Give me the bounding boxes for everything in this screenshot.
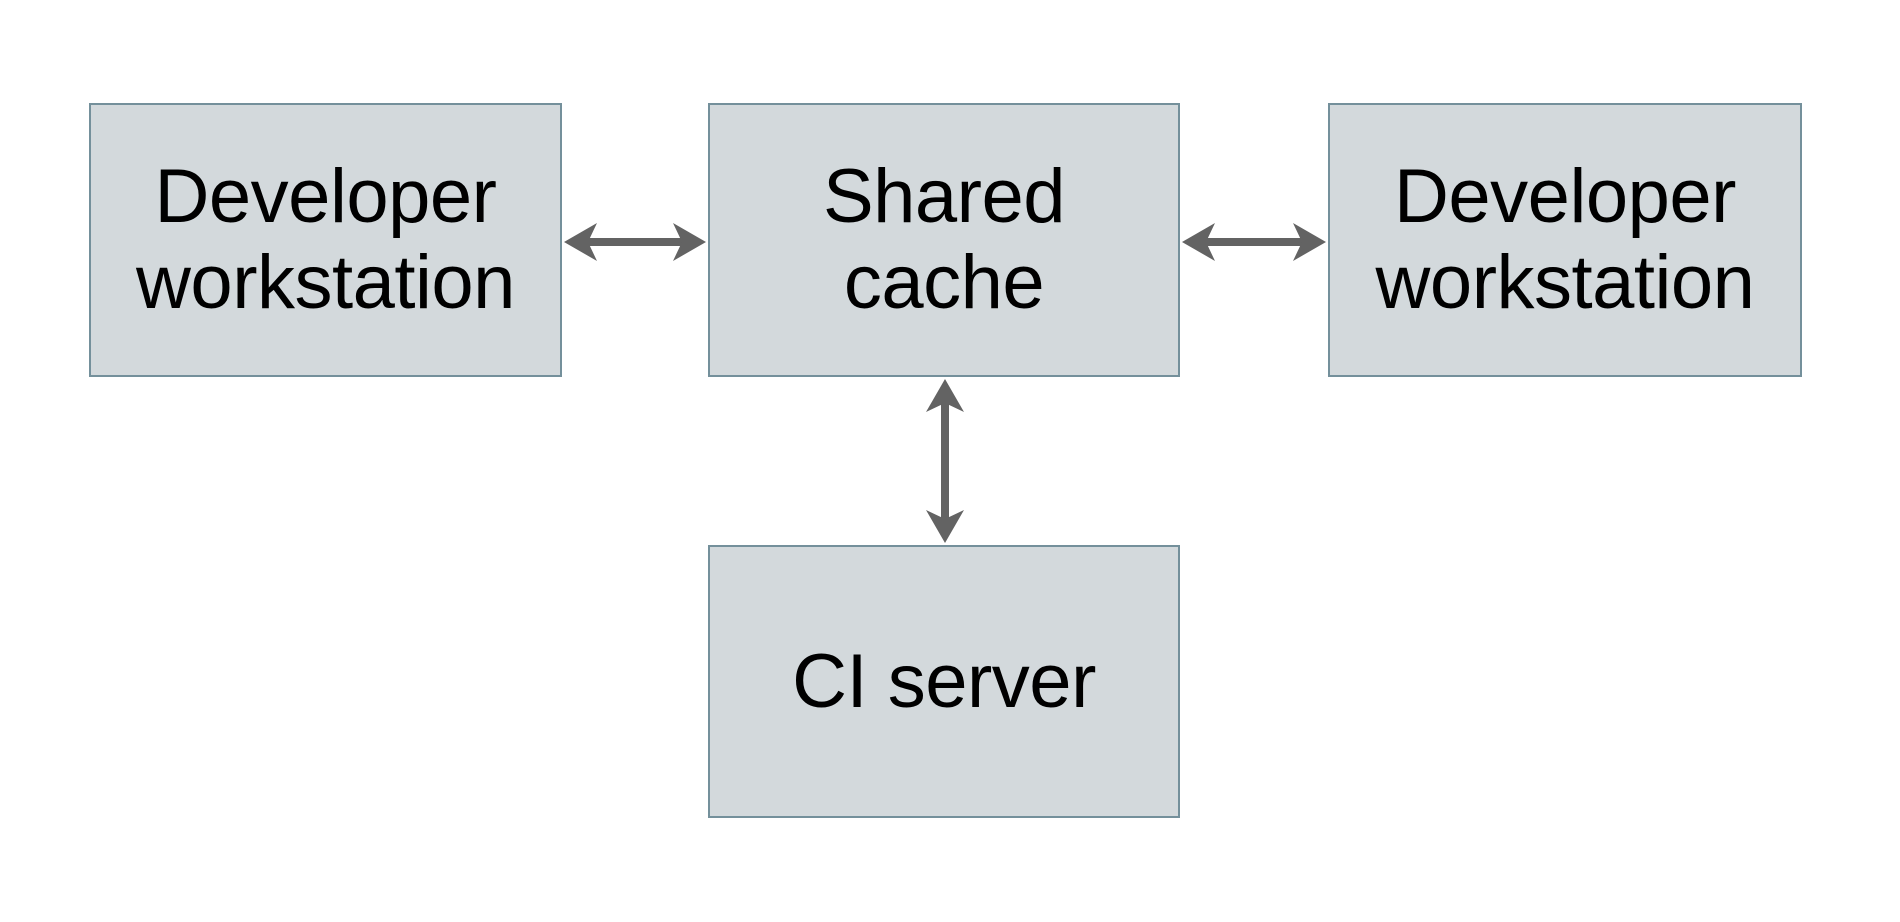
arrow-shared-cache-to-ci-server (926, 379, 964, 543)
node-developer-workstation-right: Developer workstation (1328, 103, 1802, 377)
arrow-workstation-left-to-shared-cache (564, 223, 706, 261)
node-ci-server: CI server (708, 545, 1180, 818)
node-label: CI server (792, 638, 1096, 724)
arrow-shared-cache-to-workstation-right (1182, 223, 1326, 261)
node-label: Developer workstation (136, 154, 515, 325)
node-shared-cache: Shared cache (708, 103, 1180, 377)
node-label: Developer workstation (1375, 154, 1755, 325)
node-developer-workstation-left: Developer workstation (89, 103, 562, 377)
node-label: Shared cache (822, 154, 1066, 325)
